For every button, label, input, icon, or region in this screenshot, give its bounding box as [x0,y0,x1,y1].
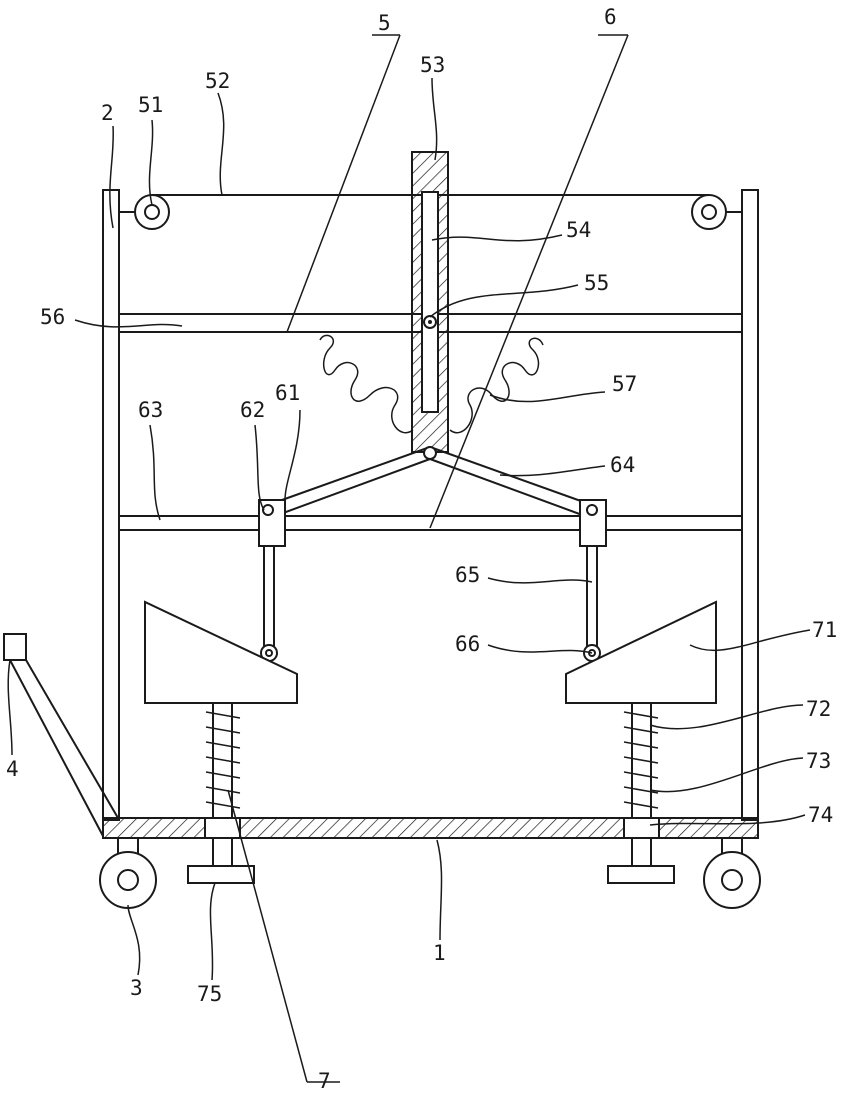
label-1: 1 [433,941,446,965]
label-5: 5 [378,11,391,35]
label-7: 7 [318,1069,331,1093]
pulley-left [119,195,169,229]
guide-slot [422,192,438,412]
wheel-right [704,838,760,908]
rod-right [584,546,600,661]
push-handle [4,634,118,836]
label-52: 52 [205,69,230,93]
slot-pin [424,316,436,328]
label-61: 61 [275,381,300,405]
leg-left [188,703,254,883]
linkage-pivot [424,447,436,459]
label-55: 55 [584,271,609,295]
label-74: 74 [808,803,833,827]
leader-lines [8,35,810,1082]
label-65: 65 [455,563,480,587]
label-73: 73 [806,749,831,773]
leg-right [608,703,674,883]
label-71: 71 [812,618,837,642]
label-75: 75 [197,982,222,1006]
label-2: 2 [101,101,114,125]
label-51: 51 [138,93,163,117]
label-62: 62 [240,398,265,422]
label-57: 57 [612,372,637,396]
linkage-left [268,447,430,516]
label-53: 53 [420,53,445,77]
linkage-right [430,447,592,516]
label-6: 6 [604,5,617,29]
label-72: 72 [806,697,831,721]
label-64: 64 [610,453,635,477]
wheel-left [100,838,156,908]
frame-upright-left [103,190,119,820]
frame-upright-right [742,190,758,820]
slide-block-right [580,500,606,546]
label-4: 4 [6,757,19,781]
label-56: 56 [40,305,65,329]
rod-left [261,546,277,661]
pulley-right [692,195,742,229]
label-66: 66 [455,632,480,656]
spring-right [450,338,543,432]
label-54: 54 [566,218,591,242]
label-63: 63 [138,398,163,422]
label-3: 3 [130,976,143,1000]
spring-left [320,335,413,432]
